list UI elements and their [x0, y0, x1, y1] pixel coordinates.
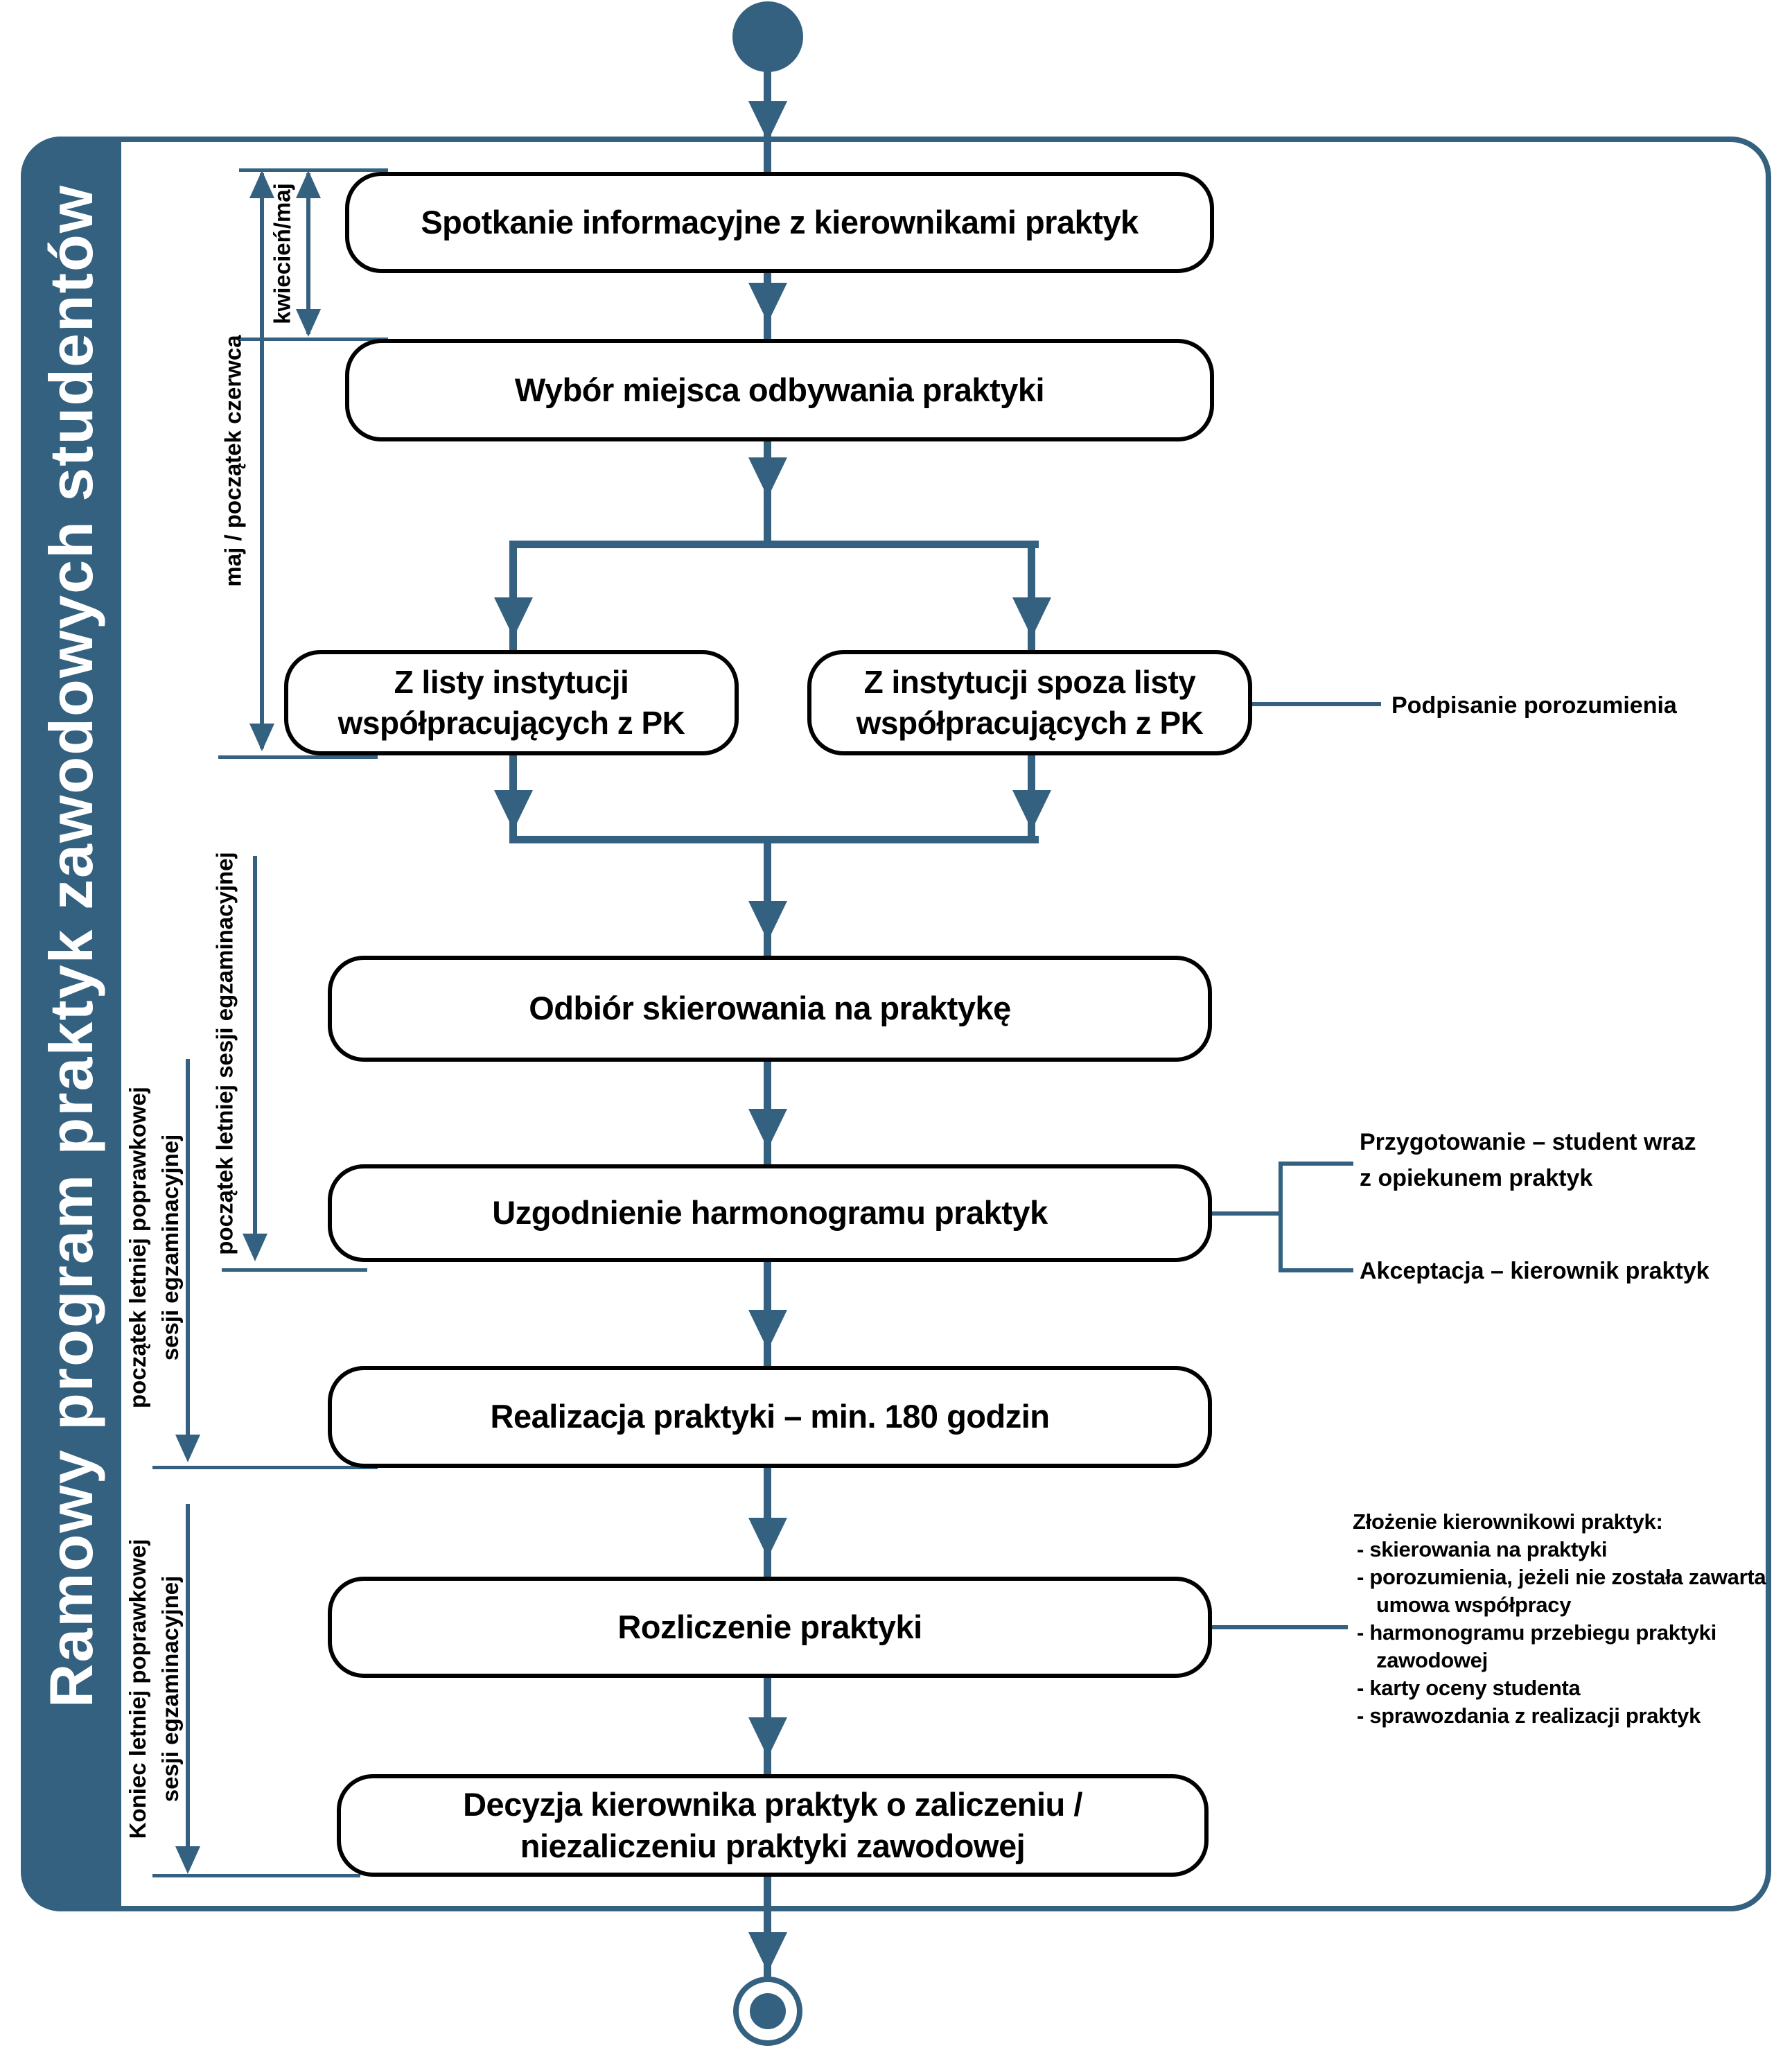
arrowhead-icon	[748, 283, 787, 323]
annotation-item: - porozumienia, jeżeli nie została zawar…	[1357, 1565, 1766, 1589]
annotation-connector	[1283, 1162, 1353, 1166]
step-wybor-miejsca: Wybór miejsca odbywania praktyki	[345, 339, 1214, 441]
annotation-item-cont: zawodowej	[1376, 1648, 1488, 1672]
arrowhead-icon	[748, 1109, 787, 1149]
timeline-label-line: Koniec letniej poprawkowej	[125, 1539, 150, 1839]
timeline-label-poprawkowa: początek letniej poprawkowej sesji egzam…	[121, 1087, 186, 1408]
split-bar	[509, 541, 1039, 548]
timeline-tick	[239, 168, 388, 172]
diagram-sidebar	[21, 137, 121, 1911]
annotation-bracket	[1279, 1162, 1283, 1272]
timeline-arrow	[186, 1504, 190, 1849]
arrowhead-icon	[1012, 790, 1051, 830]
step-label: Odbiór skierowania na praktykę	[529, 990, 1011, 1027]
step-uzgodnienie-harmonogramu: Uzgodnienie harmonogramu praktyk	[328, 1164, 1212, 1262]
timeline-label-kwiecien-maj: kwiecień/maj	[269, 183, 295, 324]
merge-bar	[509, 836, 1039, 843]
arrowhead-icon	[748, 101, 787, 141]
flow-line	[509, 541, 517, 650]
arrowhead-icon	[748, 1932, 787, 1972]
choice-spoza-listy: Z instytucji spoza listy współpracującyc…	[807, 650, 1252, 755]
timeline-label-line: początek letniej poprawkowej	[125, 1087, 150, 1408]
timeline-label-koniec: Koniec letniej poprawkowej sesji egzamin…	[121, 1539, 186, 1839]
arrowhead-icon	[748, 1717, 787, 1758]
timeline-arrow	[306, 173, 310, 334]
choice-line: współpracujących z PK	[337, 705, 685, 741]
annotation-line: z opiekunem praktyk	[1360, 1165, 1593, 1191]
timeline-tick	[152, 1874, 360, 1877]
step-decyzja-kierownika: Decyzja kierownika praktyk o zaliczeniu …	[337, 1774, 1209, 1877]
annotation-akceptacja: Akceptacja – kierownik praktyk	[1360, 1258, 1710, 1284]
step-realizacja-praktyki: Realizacja praktyki – min. 180 godzin	[328, 1366, 1212, 1468]
end-node-core	[750, 1993, 786, 2029]
annotation-connector	[1212, 1625, 1348, 1629]
timeline-tick	[239, 338, 388, 341]
step-label: Wybór miejsca odbywania praktyki	[514, 371, 1045, 408]
annotation-item: - karty oceny studenta	[1357, 1676, 1581, 1700]
step-label: Rozliczenie praktyki	[617, 1608, 922, 1645]
flow-line	[764, 836, 771, 956]
timeline-tick	[222, 1268, 367, 1272]
diagram-title: Ramowy program praktyk zawodowych studen…	[37, 184, 105, 1708]
arrowhead-icon	[494, 790, 533, 830]
step-rozliczenie-praktyki: Rozliczenie praktyki	[328, 1577, 1212, 1678]
annotation-przygotowanie: Przygotowanie – student wraz z opiekunem…	[1360, 1124, 1696, 1196]
annotation-podpisanie: Podpisanie porozumienia	[1391, 692, 1677, 719]
start-node	[732, 1, 803, 72]
annotation-zlozenie: Złożenie kierownikowi praktyk: - skierow…	[1353, 1508, 1766, 1730]
annotation-connector	[1283, 1268, 1353, 1272]
timeline-tick	[218, 755, 378, 759]
arrowhead-icon	[296, 309, 321, 337]
annotation-connector	[1252, 702, 1381, 706]
choice-line: Z instytucji spoza listy	[863, 664, 1196, 701]
arrowhead-icon	[748, 457, 787, 498]
arrowhead-icon	[249, 170, 274, 198]
timeline-tick	[152, 1466, 378, 1469]
step-line: niezaliczeniu praktyki zawodowej	[520, 1828, 1026, 1864]
arrowhead-icon	[1012, 597, 1051, 638]
arrowhead-icon	[249, 724, 274, 751]
arrowhead-icon	[748, 1518, 787, 1558]
step-label: Realizacja praktyki – min. 180 godzin	[490, 1398, 1050, 1435]
step-label: Uzgodnienie harmonogramu praktyk	[492, 1194, 1048, 1232]
annotation-connector	[1212, 1211, 1281, 1216]
annotation-item: - sprawozdania z realizacji praktyk	[1357, 1703, 1701, 1728]
timeline-label-line: sesji egzaminacyjnej	[157, 1575, 183, 1803]
timeline-label-line: sesji egzaminacyjnej	[157, 1134, 183, 1361]
step-line: Decyzja kierownika praktyk o zaliczeniu …	[463, 1785, 1082, 1823]
step-odbior-skierowania: Odbiór skierowania na praktykę	[328, 956, 1212, 1062]
arrowhead-icon	[748, 901, 787, 941]
arrowhead-icon	[175, 1846, 200, 1874]
arrowhead-icon	[296, 170, 321, 198]
timeline-arrow	[253, 856, 257, 1236]
annotation-item-cont: umowa współpracy	[1376, 1593, 1572, 1617]
choice-line: współpracujących z PK	[856, 705, 1204, 741]
annotation-title: Złożenie kierownikowi praktyk:	[1353, 1509, 1663, 1534]
choice-z-listy: Z listy instytucji współpracujących z PK	[284, 650, 739, 755]
timeline-label-maj-czerwiec: maj / początek czerwca	[220, 335, 246, 587]
annotation-item: - harmonogramu przebiegu praktyki	[1357, 1620, 1716, 1645]
timeline-arrow	[260, 173, 264, 748]
arrowhead-icon	[175, 1435, 200, 1462]
step-spotkanie: Spotkanie informacyjne z kierownikami pr…	[345, 172, 1214, 273]
flow-line	[764, 1877, 771, 1978]
flow-line	[1028, 541, 1035, 650]
arrowhead-icon	[494, 597, 533, 638]
step-label: Spotkanie informacyjne z kierownikami pr…	[421, 203, 1139, 240]
annotation-line: Przygotowanie – student wraz	[1360, 1129, 1696, 1155]
timeline-label-sesja: początek letniej sesji egzaminacyjnej	[211, 852, 238, 1255]
timeline-arrow	[186, 1059, 190, 1437]
choice-line: Z listy instytucji	[394, 664, 629, 701]
annotation-item: - skierowania na praktyki	[1357, 1537, 1608, 1561]
arrowhead-icon	[748, 1310, 787, 1350]
arrowhead-icon	[243, 1234, 267, 1261]
